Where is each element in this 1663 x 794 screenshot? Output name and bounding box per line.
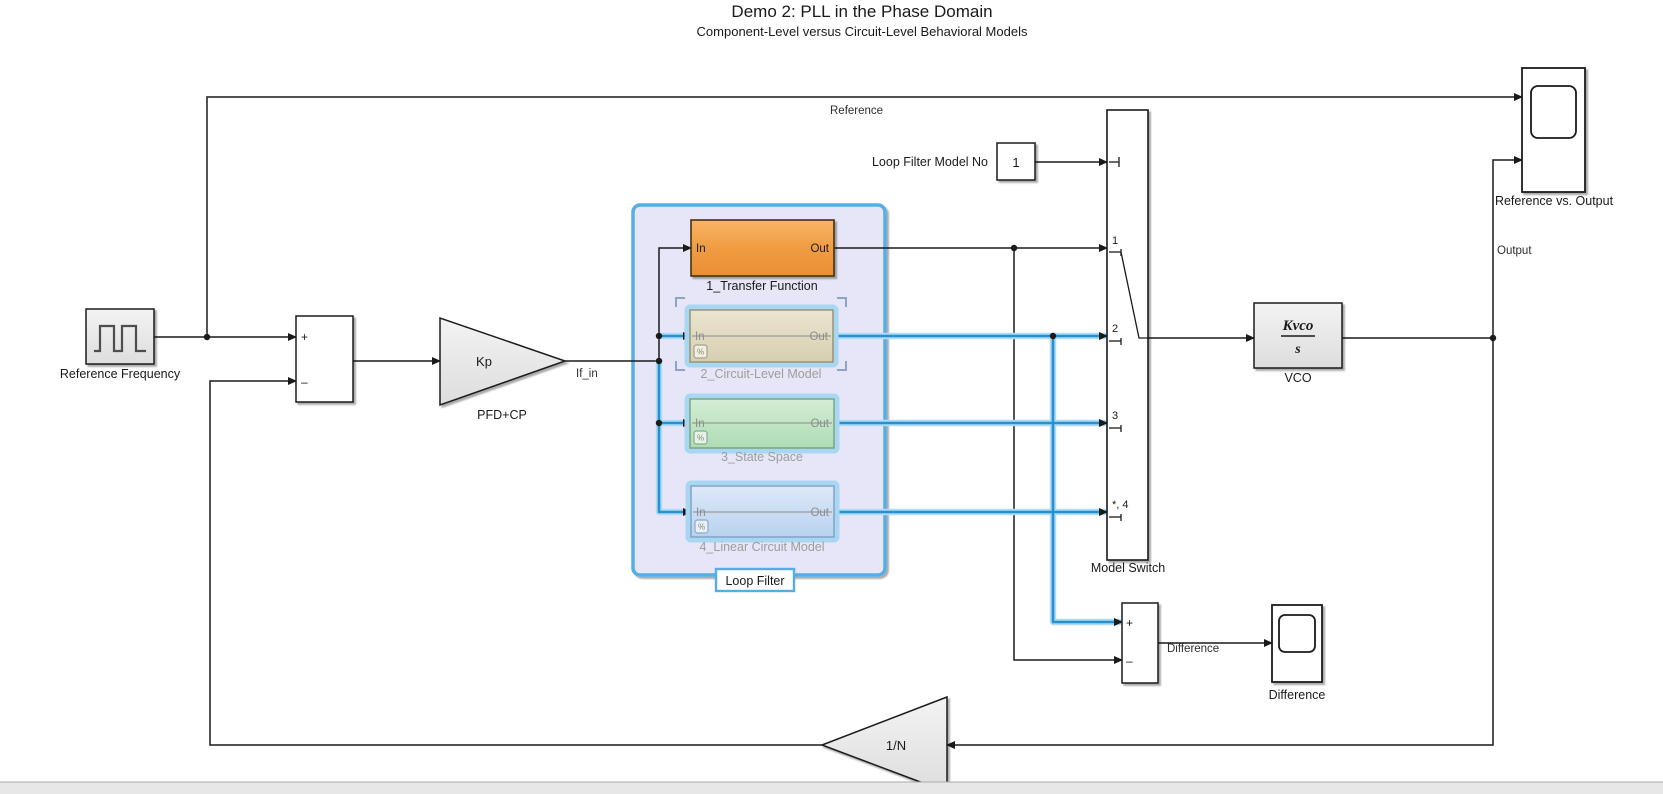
- block-loop-filter-model-no[interactable]: 1 Loop Filter Model No: [872, 142, 1036, 181]
- output-signal-label: Output: [1497, 245, 1532, 257]
- wire-to-block4-in[interactable]: [657, 361, 692, 516]
- switch-port4-tick: [1109, 514, 1122, 521]
- switch-port2-label: 2: [1112, 323, 1118, 335]
- kp-gain-value: Kp: [476, 354, 492, 369]
- branch-dot: [655, 357, 663, 365]
- scope-screen-icon: [1278, 614, 1316, 653]
- svg-text:%: %: [698, 523, 705, 532]
- reference-frequency-label: Reference Frequency: [60, 367, 181, 381]
- loop-filter-label: Loop Filter: [725, 574, 784, 588]
- constant-value: 1: [1012, 155, 1019, 170]
- block-2-circuit-level-model[interactable]: In Out % 2_Circuit-Level Model: [675, 297, 847, 381]
- wire-block1-to-diff-minus[interactable]: [1013, 248, 1123, 664]
- wire-divider-to-sum-minus[interactable]: [209, 377, 822, 746]
- sum-plus-sign: +: [301, 330, 308, 344]
- diagram-subtitle: Component-Level versus Circuit-Level Beh…: [697, 24, 1028, 39]
- selection-corner-brackets: [675, 297, 847, 371]
- block1-in-port-label: In: [696, 243, 706, 255]
- diff-plus-sign: +: [1126, 616, 1133, 630]
- vco-numerator: Kvco: [1282, 318, 1314, 334]
- vco-label: VCO: [1284, 371, 1311, 385]
- block-difference-sum[interactable]: + –: [1121, 602, 1159, 684]
- block-1-transfer-function[interactable]: In Out 1_Transfer Function: [690, 219, 835, 293]
- block-3-state-space[interactable]: In Out % 3_State Space: [684, 393, 840, 464]
- block3-in-port-label: In: [695, 418, 705, 430]
- branch-dot: [1010, 244, 1018, 252]
- block1-out-port-label: Out: [810, 243, 829, 255]
- block-4-linear-circuit-model[interactable]: In Out % 4_Linear Circuit Model: [685, 480, 840, 554]
- difference-scope-label: Difference: [1269, 688, 1326, 702]
- block-difference-scope[interactable]: Difference: [1269, 604, 1326, 702]
- loop-filter-label-box[interactable]: [714, 567, 796, 593]
- block3-highlight-glow: [684, 393, 840, 454]
- block-vco[interactable]: Kvco s VCO: [1253, 302, 1343, 385]
- svg-text:%: %: [697, 434, 704, 443]
- block2-highlight-glow: [684, 304, 839, 368]
- block4-highlight-glow: [685, 480, 840, 543]
- block2-out-port-label: Out: [809, 331, 828, 343]
- ifin-signal-label: If_in: [576, 368, 598, 380]
- block-model-switch[interactable]: 1 2 3 *, 4 Model Switch: [1091, 109, 1165, 575]
- switch-port4-label: *, 4: [1112, 499, 1129, 511]
- block-feedback-divider[interactable]: 1/N: [819, 695, 948, 794]
- square-wave-icon: [94, 324, 146, 353]
- switch-port3-tick: [1109, 425, 1122, 432]
- block3-label: 3_State Space: [721, 450, 803, 464]
- diagram-title: Demo 2: PLL in the Phase Domain: [731, 2, 992, 21]
- vco-denominator: s: [1294, 342, 1301, 357]
- block-reference-vs-output-scope[interactable]: Reference vs. Output: [1495, 67, 1614, 208]
- branch-dot: [203, 333, 211, 341]
- switch-port2-tick: [1109, 338, 1122, 345]
- switch-port1-label: 1: [1112, 235, 1118, 247]
- divider-gain-value: 1/N: [886, 738, 906, 753]
- comment-through-badge-icon: %: [694, 519, 709, 534]
- block4-out-port-label: Out: [810, 507, 829, 519]
- switch-selection-line: [1120, 251, 1148, 339]
- reference-signal-label: Reference: [830, 105, 883, 117]
- svg-text:%: %: [697, 348, 704, 357]
- wire-output-to-scope[interactable]: [1492, 156, 1523, 338]
- diff-minus-sign: –: [1126, 654, 1133, 668]
- block4-in-port-label: In: [696, 507, 706, 519]
- wire-to-block1-in[interactable]: [658, 244, 692, 361]
- sum-minus-sign: –: [301, 375, 308, 389]
- wire-block2-to-diff-plus[interactable]: [1051, 336, 1123, 626]
- scope-screen-icon: [1530, 85, 1577, 139]
- comment-through-badge-icon: %: [693, 344, 708, 359]
- branch-dot: [655, 419, 663, 427]
- wire-reference-to-scope[interactable]: [206, 93, 1523, 337]
- loop-filter-model-no-label: Loop Filter Model No: [872, 155, 988, 169]
- model-switch-label: Model Switch: [1091, 561, 1165, 575]
- comment-through-badge-icon: %: [693, 430, 708, 445]
- block1-label: 1_Transfer Function: [706, 279, 817, 293]
- branch-dot: [655, 332, 663, 340]
- block3-out-port-label: Out: [810, 418, 829, 430]
- block-pfdcp-gain[interactable]: Kp PFD+CP: [439, 316, 568, 422]
- block4-label: 4_Linear Circuit Model: [699, 540, 824, 554]
- block-phase-sum[interactable]: + –: [295, 315, 354, 403]
- branch-dot: [1049, 332, 1057, 340]
- reference-vs-output-label: Reference vs. Output: [1495, 194, 1614, 208]
- wire-feedback-to-divider[interactable]: [946, 338, 1494, 749]
- difference-signal-label: Difference: [1167, 643, 1219, 655]
- switch-control-port-tick: [1109, 157, 1120, 167]
- branch-dots: [203, 244, 1497, 427]
- switch-port3-label: 3: [1112, 410, 1118, 422]
- block-reference-frequency[interactable]: Reference Frequency: [60, 308, 181, 381]
- branch-dot: [1489, 334, 1497, 342]
- pfdcp-label: PFD+CP: [477, 408, 527, 422]
- signal-wires: [154, 93, 1523, 749]
- block2-in-port-label: In: [695, 331, 705, 343]
- block2-label: 2_Circuit-Level Model: [701, 367, 822, 381]
- horizontal-scrollbar[interactable]: [0, 781, 1663, 794]
- highlighted-signal-wires: [655, 332, 1123, 626]
